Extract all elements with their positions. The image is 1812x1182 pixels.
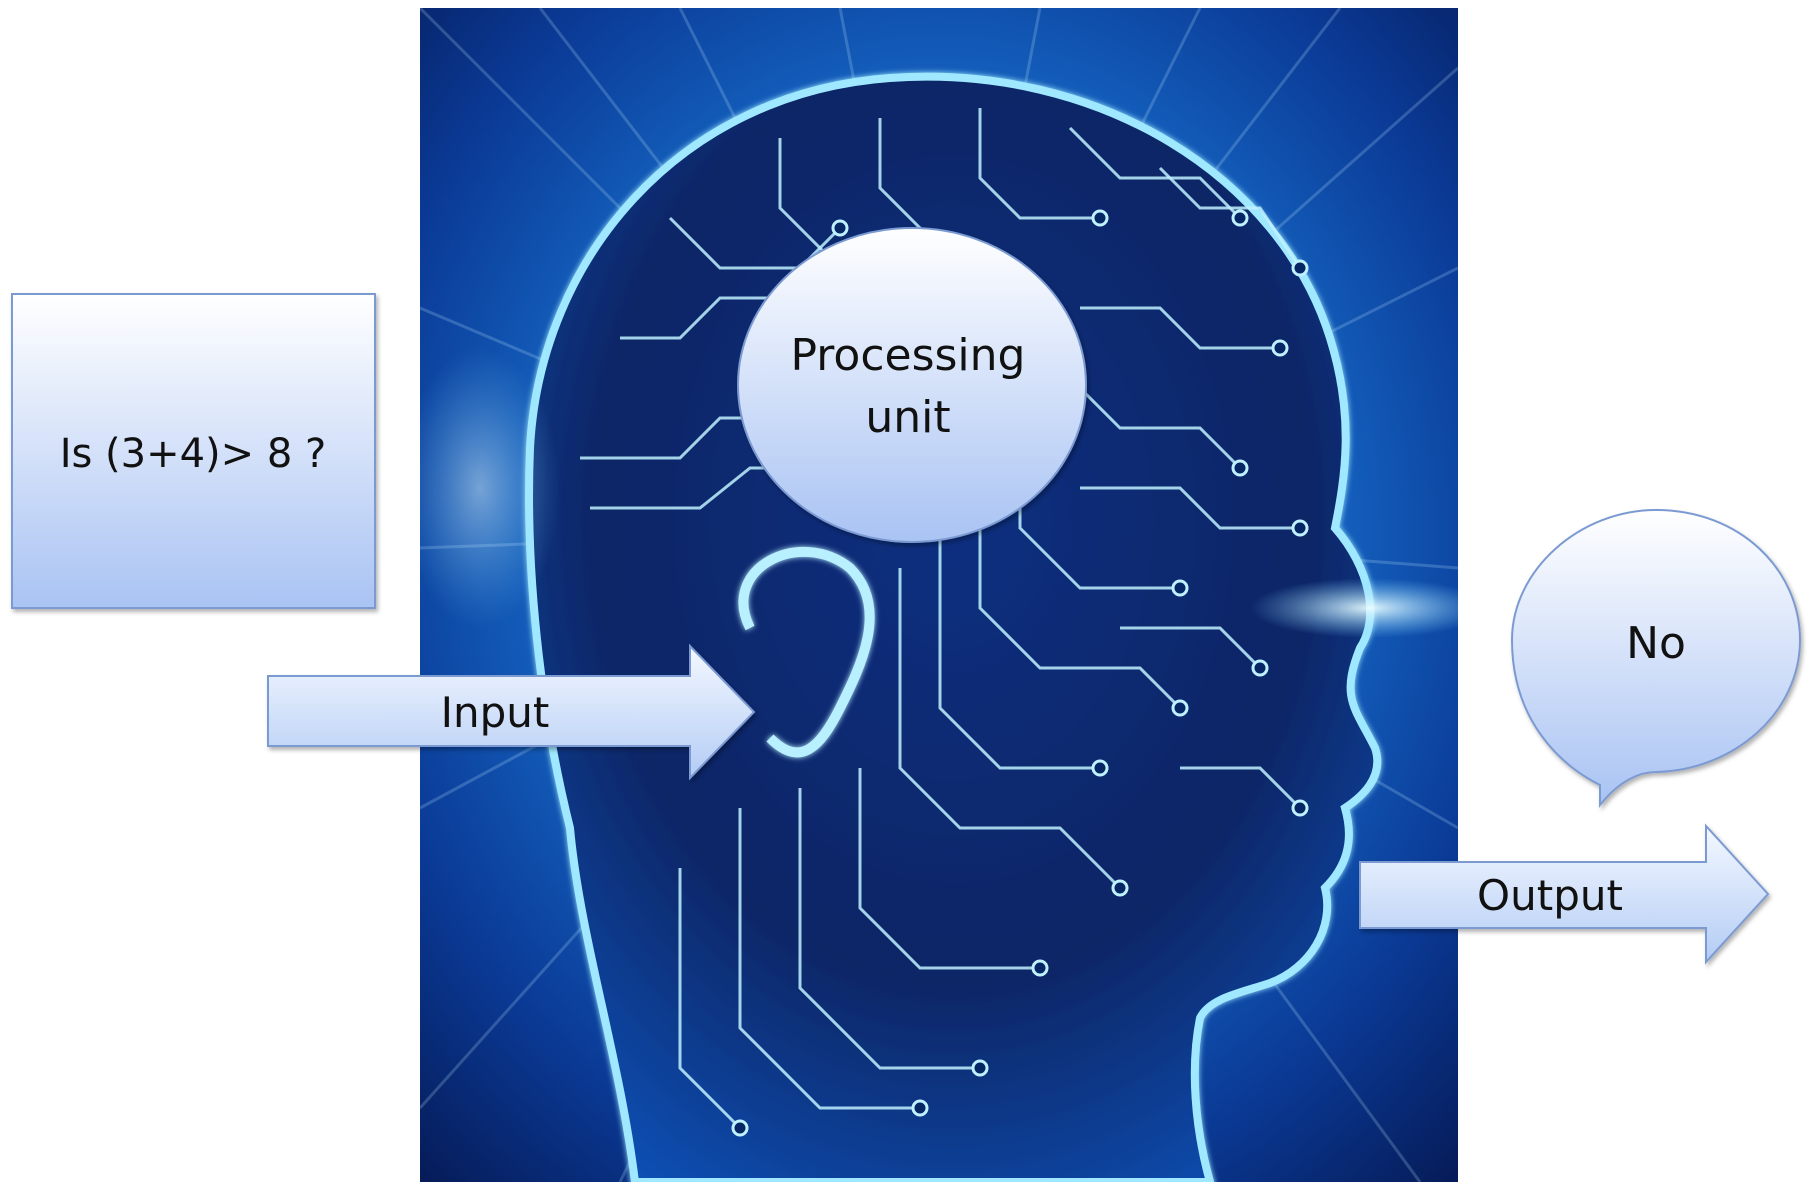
- question-text: Is (3+4)> 8 ?: [60, 431, 327, 477]
- output-label: Output: [1477, 871, 1623, 920]
- output-answer-text: No: [1626, 618, 1686, 669]
- processing-label-line1: Processing: [791, 330, 1026, 381]
- processing-unit-circle: Processing unit: [737, 227, 1087, 543]
- processing-label-line2: unit: [865, 392, 950, 443]
- input-label: Input: [441, 688, 550, 737]
- output-speech-bubble: No: [1510, 508, 1802, 808]
- output-arrow: Output: [1359, 823, 1770, 965]
- input-arrow: Input: [267, 643, 756, 781]
- question-box: Is (3+4)> 8 ?: [11, 293, 376, 609]
